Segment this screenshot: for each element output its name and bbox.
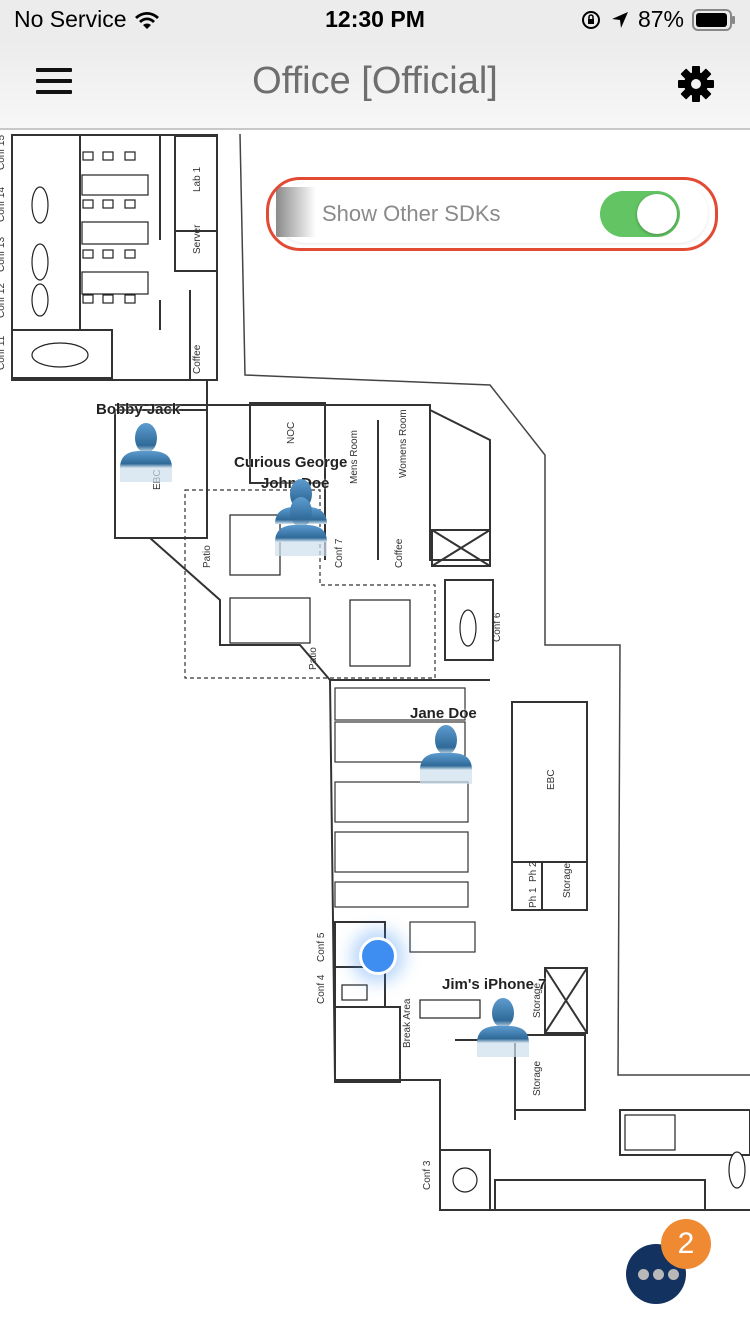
room-label-coffee2: Coffee <box>394 538 405 568</box>
toggle-card-edge <box>276 187 316 237</box>
gear-icon <box>678 66 714 102</box>
show-other-sdks-switch[interactable] <box>600 191 680 237</box>
room-label-mens-room: Mens Room <box>349 430 360 484</box>
room-label-patio: Patio <box>202 545 213 568</box>
page-title: Office [Official] <box>252 60 498 102</box>
room-label-ph2: Ph 2 <box>528 861 539 882</box>
person-label-jane-doe: Jane Doe <box>410 705 477 722</box>
room-label-conf11: Conf 11 <box>0 335 7 370</box>
more-dots-icon <box>638 1269 679 1280</box>
orientation-lock-icon <box>581 10 600 29</box>
floor-plan-map[interactable]: Conf 15 Conf 14 Conf 13 Conf 12 Conf 11 … <box>0 130 750 1334</box>
room-label-conf4: Conf 4 <box>316 974 327 1004</box>
show-other-sdks-row: Show Other SDKs <box>276 183 708 243</box>
person-icon-jims-iphone-7[interactable] <box>475 995 531 1065</box>
battery-icon <box>692 8 735 31</box>
room-label-patio2: Patio <box>308 647 319 670</box>
hamburger-menu-icon <box>36 68 72 94</box>
room-label-coffee: Coffee <box>192 344 203 374</box>
room-label-conf5: Conf 5 <box>316 932 327 962</box>
wifi-icon <box>135 11 160 29</box>
nav-bar: Office [Official] <box>0 40 750 130</box>
status-bar: No Service 12:30 PM 87% <box>0 0 750 40</box>
floor-plan-drawing: Conf 15 Conf 14 Conf 13 Conf 12 Conf 11 … <box>0 133 750 1211</box>
person-icon-john-doe[interactable] <box>273 494 329 564</box>
room-label-conf7: Conf 7 <box>334 538 345 568</box>
clock: 12:30 PM <box>325 6 425 32</box>
room-label-noc: NOC <box>286 422 297 444</box>
room-label-break-area: Break Area <box>402 998 413 1048</box>
room-label-conf14: Conf 14 <box>0 187 7 222</box>
battery-percent: 87% <box>637 6 684 32</box>
person-icon-jane-doe[interactable] <box>418 722 474 792</box>
room-label-conf15: Conf 15 <box>0 135 7 170</box>
status-left: No Service <box>14 6 160 33</box>
person-label-bobby-jack: Bobby Jack <box>96 401 181 418</box>
room-label-conf13: Conf 13 <box>0 237 7 272</box>
carrier-label: No Service <box>14 6 127 32</box>
room-label-storage: Storage <box>562 863 573 898</box>
room-label-womens-room: Womens Room <box>398 409 409 478</box>
room-label-ebc2: EBC <box>546 769 557 790</box>
my-location-dot <box>359 937 397 975</box>
person-icon-bobby-jack[interactable] <box>118 420 174 490</box>
notification-badge: 2 <box>661 1219 711 1269</box>
status-right: 87% <box>580 6 736 33</box>
menu-button[interactable] <box>36 68 72 98</box>
room-label-server: Server <box>192 224 203 254</box>
show-other-sdks-label: Show Other SDKs <box>322 201 501 226</box>
settings-button[interactable] <box>676 64 716 104</box>
location-arrow-icon <box>611 11 628 28</box>
room-label-ph1: Ph 1 <box>528 887 539 908</box>
person-label-jims-iphone-7: Jim's iPhone 7 <box>442 976 547 993</box>
room-label-storage2: Storage <box>532 983 543 1018</box>
room-label-conf12: Conf 12 <box>0 283 7 318</box>
room-label-conf6: Conf 6 <box>492 612 503 642</box>
room-label-storage3: Storage <box>532 1061 543 1096</box>
switch-knob <box>637 194 677 234</box>
room-label-lab1: Lab 1 <box>192 167 203 192</box>
person-label-curious-george: Curious George <box>234 454 348 471</box>
room-label-conf3: Conf 3 <box>422 1160 433 1190</box>
